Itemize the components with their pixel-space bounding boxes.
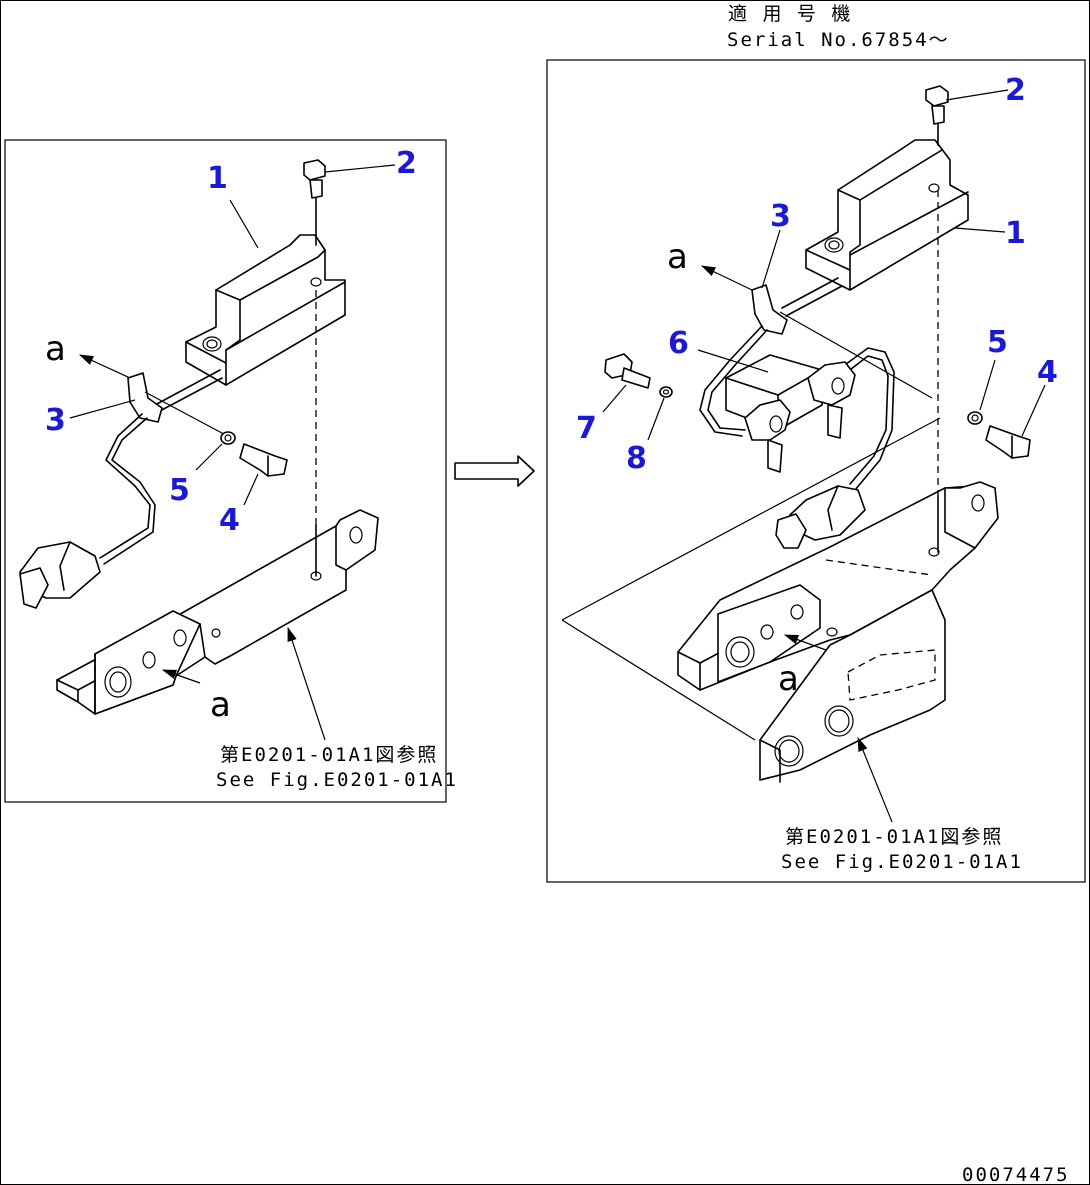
right-callout-4: 4 xyxy=(1037,355,1058,390)
serial-header-jp: 適 用 号 機 xyxy=(728,3,852,25)
left-view-label-top: a xyxy=(45,329,66,369)
right-arrow-icon xyxy=(454,455,535,487)
right-panel: 2 1 3 6 7 8 5 4 a a 第E0201-01A1図参照 See F… xyxy=(546,59,1086,883)
right-bracket xyxy=(677,481,999,783)
left-screw xyxy=(303,159,326,577)
right-callout-1: 1 xyxy=(1005,216,1026,251)
left-bracket xyxy=(56,509,379,715)
right-view-label-top: a xyxy=(667,237,688,277)
right-panel-frame xyxy=(546,59,1086,883)
serial-header-en: Serial No.67854～ xyxy=(727,29,950,51)
right-harness xyxy=(699,277,895,491)
left-leaders xyxy=(69,164,396,741)
right-view-label-bottom: a xyxy=(778,659,799,699)
left-panel: 1 2 3 4 5 a a 第E0201-01A1図参照 See Fig.E02… xyxy=(4,139,458,803)
left-callout-4: 4 xyxy=(219,503,240,538)
right-relay xyxy=(725,354,856,473)
drawing-number: 00074475 xyxy=(962,1164,1070,1185)
right-connector xyxy=(775,485,866,549)
right-callout-6: 6 xyxy=(668,326,689,361)
right-callout-2: 2 xyxy=(1005,73,1026,108)
left-view-label-bottom: a xyxy=(210,685,231,725)
right-guide-line-clamp xyxy=(779,311,933,399)
left-reference-jp: 第E0201-01A1図参照 xyxy=(220,744,438,766)
right-callout-8: 8 xyxy=(626,441,647,476)
left-panel-frame xyxy=(4,139,447,803)
right-bolt-washer-78 xyxy=(604,353,673,398)
right-leaders xyxy=(602,89,1046,823)
left-callout-2: 2 xyxy=(396,146,417,181)
right-guide-line-lower xyxy=(561,619,756,741)
left-callout-1: 1 xyxy=(207,161,228,196)
right-screw xyxy=(925,85,949,553)
right-guide-line-upper xyxy=(561,417,941,621)
right-callout-3: 3 xyxy=(770,199,791,234)
right-washer-bolt-54 xyxy=(967,411,1031,459)
left-callout-3: 3 xyxy=(45,403,66,438)
right-callout-7: 7 xyxy=(576,411,597,446)
left-reference-en: See Fig.E0201-01A1 xyxy=(216,769,458,791)
right-reference-en: See Fig.E0201-01A1 xyxy=(781,851,1023,873)
right-callout-5: 5 xyxy=(987,325,1008,360)
left-controller-box xyxy=(185,234,346,386)
right-controller-box xyxy=(805,139,969,291)
left-harness xyxy=(19,369,236,609)
left-washer-bolt xyxy=(220,431,288,477)
left-callout-5: 5 xyxy=(169,473,190,508)
right-reference-jp: 第E0201-01A1図参照 xyxy=(785,826,1003,848)
